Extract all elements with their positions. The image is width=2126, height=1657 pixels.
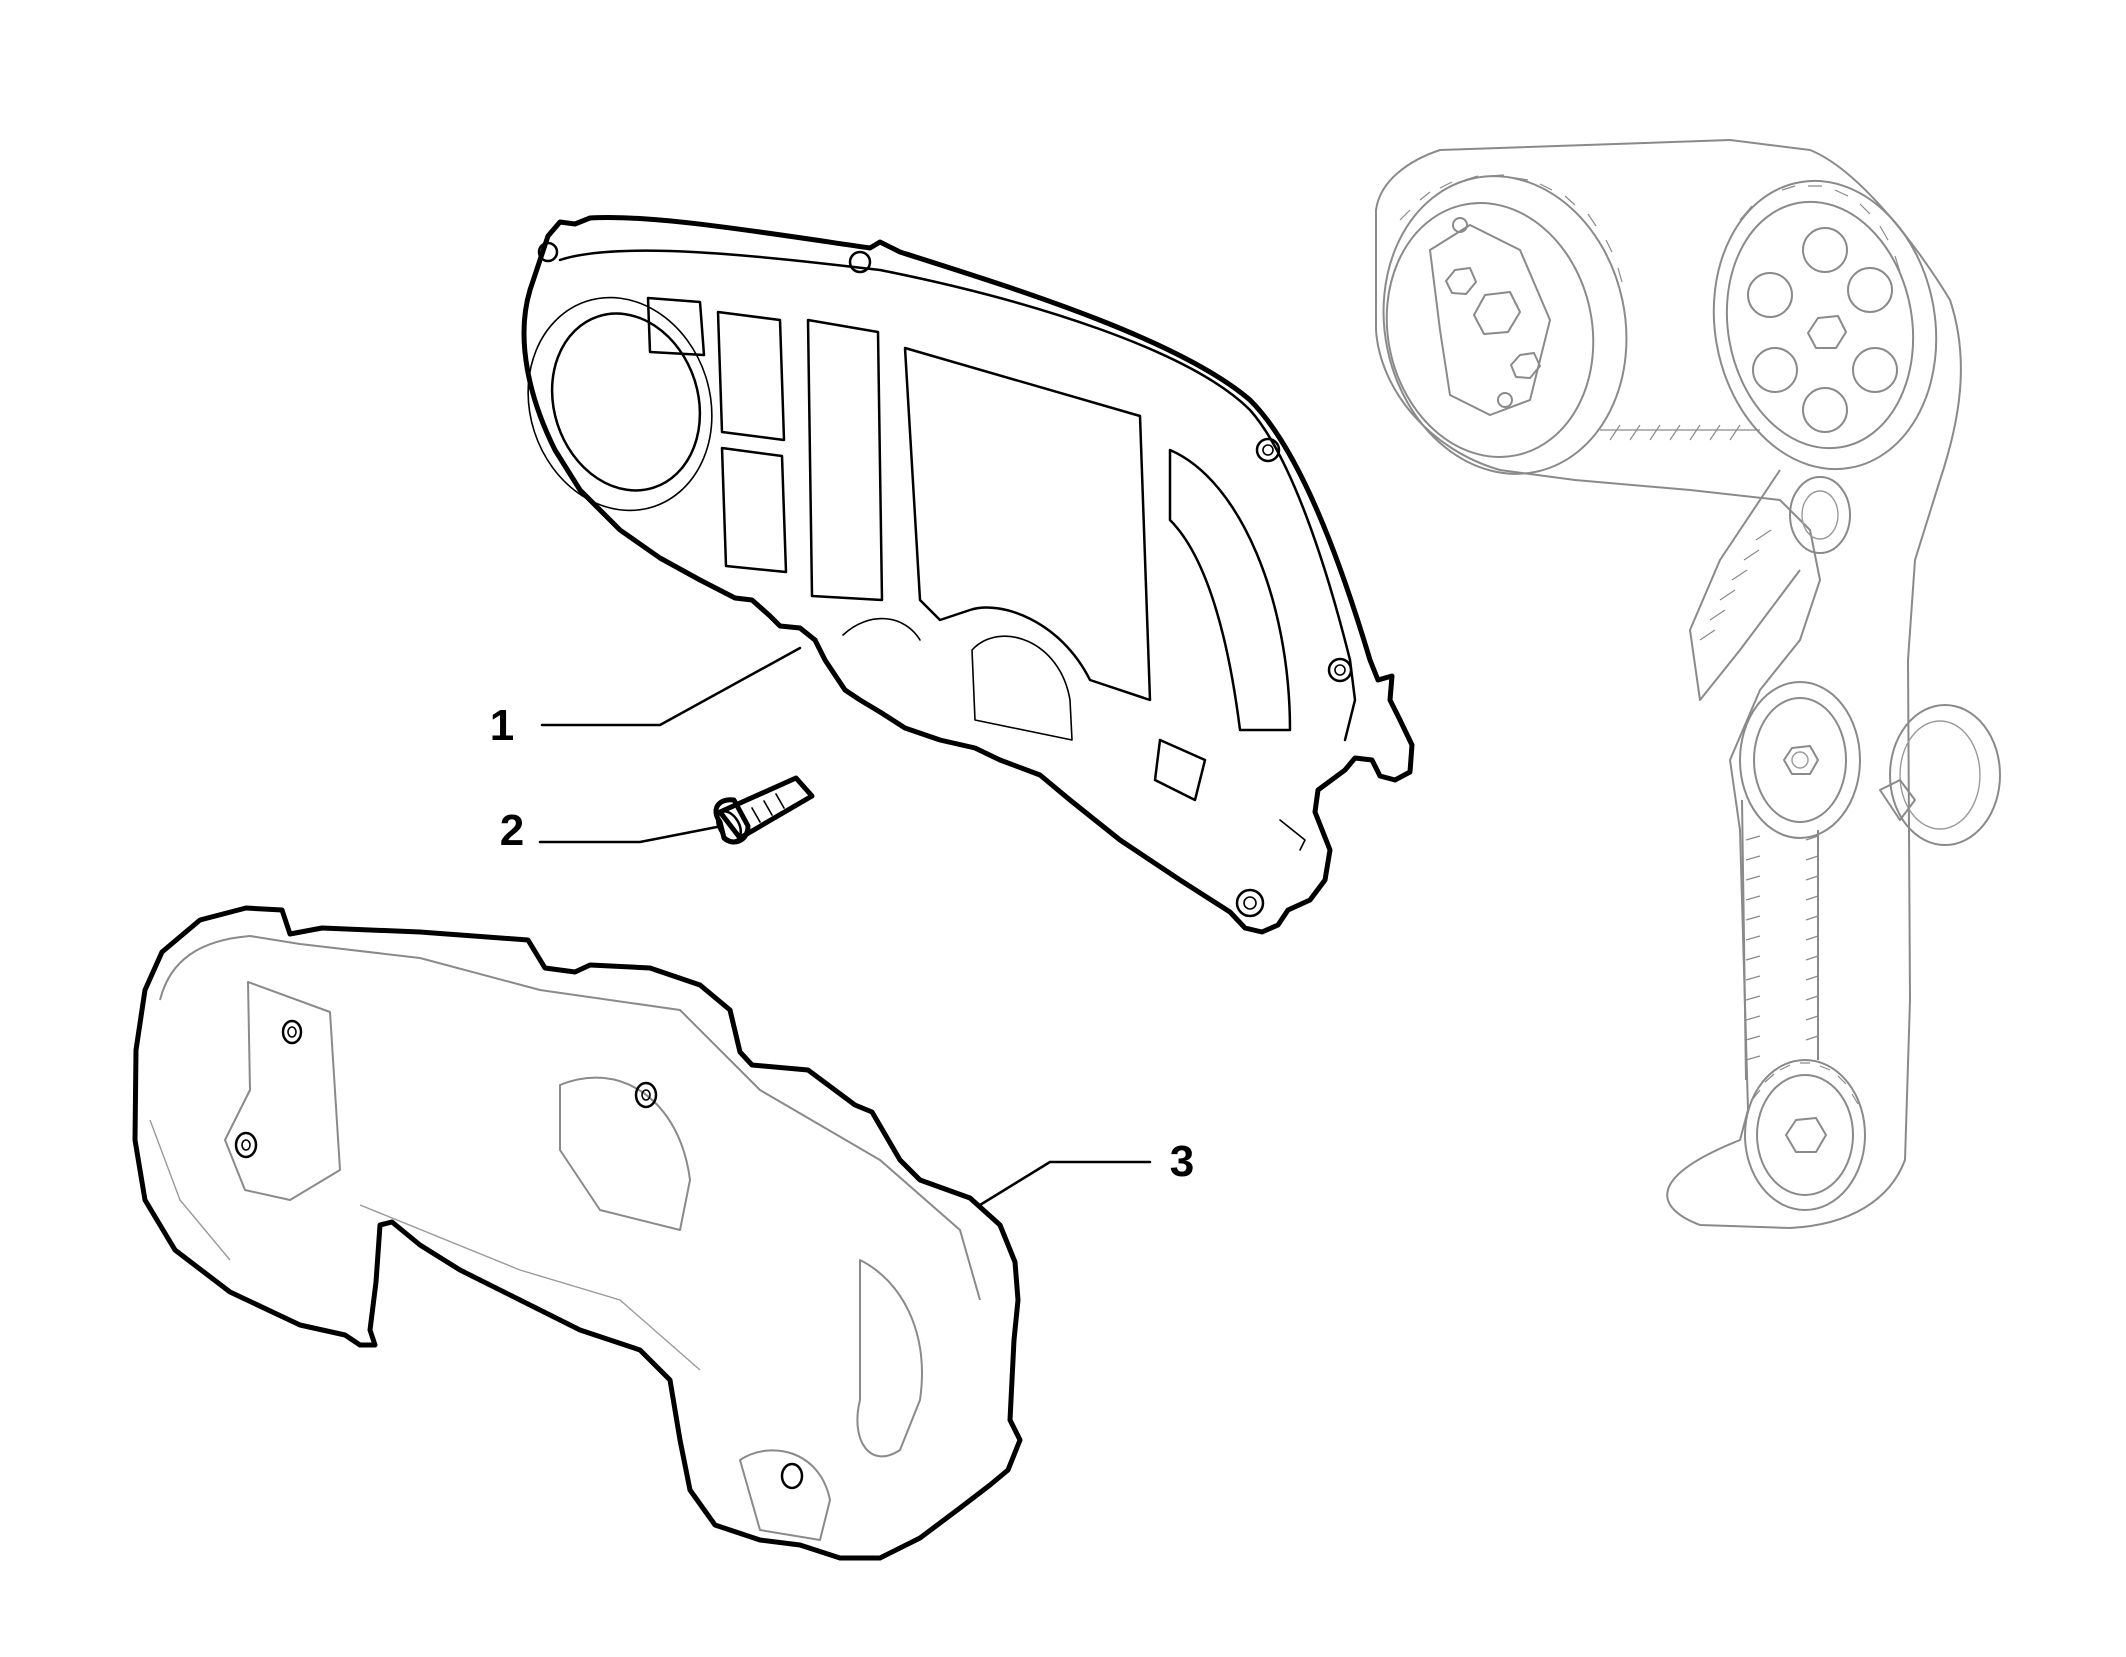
timing-belt-drive-reference — [1375, 139, 2001, 1229]
callout-label-1: 1 — [490, 701, 514, 750]
leader-line-1 — [540, 646, 802, 727]
callout-label-2: 2 — [500, 806, 524, 855]
part-3-outer-timing-cover — [132, 905, 1023, 1561]
callout-label-3: 3 — [1170, 1137, 1194, 1186]
part-2-flange-bolt — [713, 775, 815, 845]
leader-line-3 — [978, 1160, 1152, 1207]
part-1-inner-timing-cover — [521, 214, 1415, 935]
leader-line-2 — [538, 824, 724, 844]
